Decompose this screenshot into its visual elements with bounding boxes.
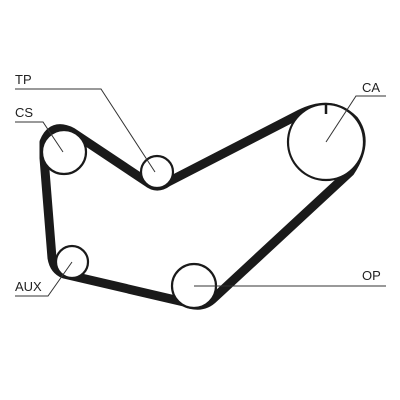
label-cs: CS [15, 105, 33, 120]
crankshaft-pulley-cs [40, 128, 88, 176]
ca-leader-line [325, 95, 386, 143]
aux-leader-line [15, 261, 73, 297]
cs-leader-line [15, 121, 64, 153]
label-tp: TP [15, 72, 32, 87]
label-aux: AUX [15, 279, 42, 294]
tp-leader-line [15, 88, 156, 173]
label-op: OP [362, 268, 381, 283]
tensioner-pulley-tp [139, 154, 175, 190]
label-ca: CA [362, 80, 380, 95]
